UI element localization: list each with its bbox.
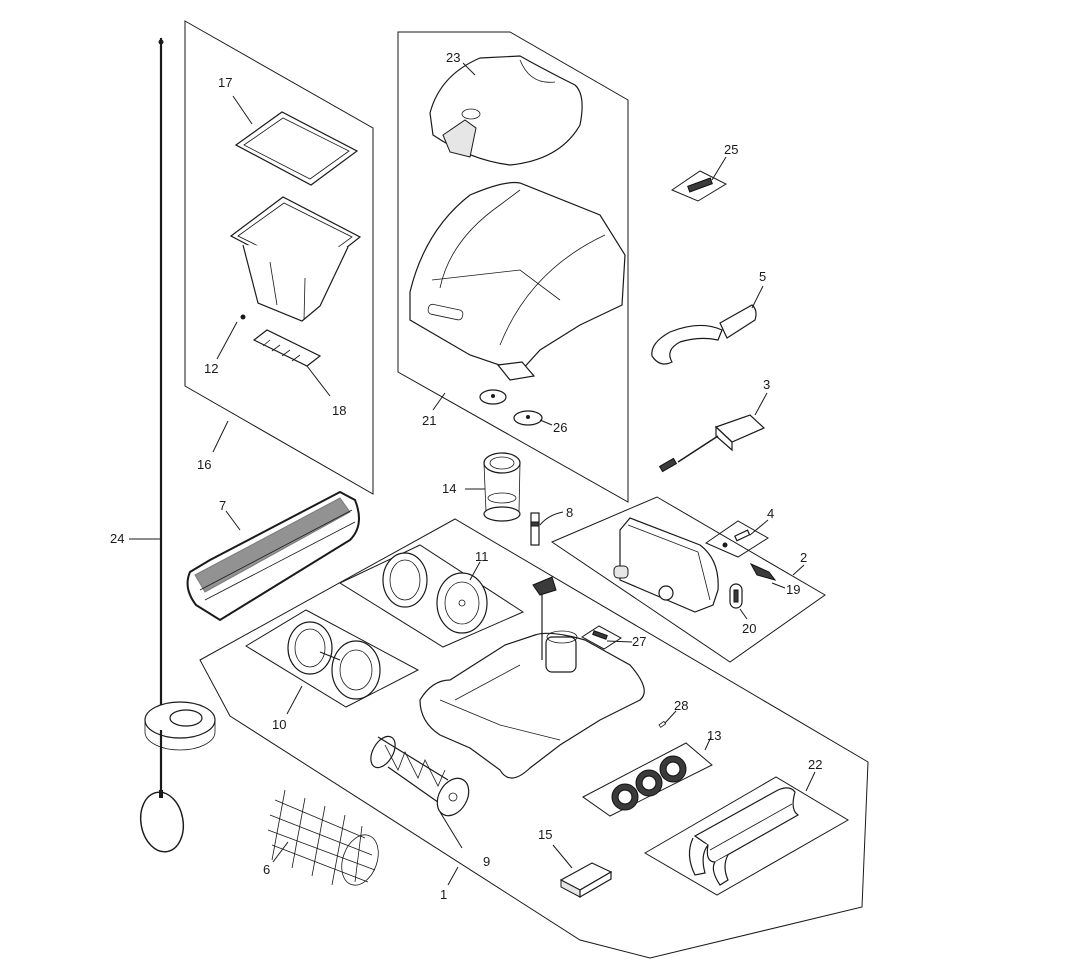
callout-24: 24 xyxy=(110,531,124,546)
part-gears-13 xyxy=(611,755,687,811)
leader-23 xyxy=(462,62,476,76)
part-filter-basket-16 xyxy=(229,196,362,322)
leader-28 xyxy=(664,710,677,724)
part-filter-screen-18 xyxy=(252,329,322,367)
callout-14: 14 xyxy=(442,481,456,496)
leader-22 xyxy=(805,771,816,792)
leader-7 xyxy=(225,510,241,531)
part-clip-12 xyxy=(240,314,246,320)
leader-17 xyxy=(232,95,253,125)
callout-27: 27 xyxy=(632,634,646,649)
callout-15: 15 xyxy=(538,827,552,842)
leader-9 xyxy=(439,811,463,849)
part-cover-23 xyxy=(429,55,583,166)
group-outline-21 xyxy=(397,31,629,503)
group-outline-10 xyxy=(245,609,420,708)
part-housing-21 xyxy=(409,181,626,381)
callout-13: 13 xyxy=(707,728,721,743)
group-outline-16 xyxy=(184,20,374,495)
leader-19 xyxy=(771,582,786,589)
callout-8: 8 xyxy=(566,505,573,520)
part-wheels-11 xyxy=(382,552,488,634)
leader-6 xyxy=(272,841,289,863)
part-fuse-27 xyxy=(592,630,608,640)
part-flap-8 xyxy=(530,512,540,546)
callout-5: 5 xyxy=(759,269,766,284)
callout-6: 6 xyxy=(263,862,270,877)
callout-20: 20 xyxy=(742,621,756,636)
callout-23: 23 xyxy=(446,50,460,65)
leader-4 xyxy=(749,519,769,536)
callout-21: 21 xyxy=(422,413,436,428)
leader-11 xyxy=(469,561,481,581)
part-connector-4 xyxy=(722,529,751,548)
part-battery-15 xyxy=(559,862,613,899)
callout-12: 12 xyxy=(204,361,218,376)
callout-3: 3 xyxy=(763,377,770,392)
leader-3 xyxy=(754,392,768,416)
part-track-7 xyxy=(186,490,360,622)
part-impeller-14 xyxy=(483,452,521,522)
group-outline-13 xyxy=(582,742,713,817)
callout-25: 25 xyxy=(724,142,738,157)
part-button-20 xyxy=(729,583,743,609)
part-power-supply-3 xyxy=(658,414,766,473)
group-outline-25 xyxy=(670,170,728,202)
leader-18 xyxy=(306,365,331,397)
part-filter-frame-17 xyxy=(234,111,359,186)
callout-2: 2 xyxy=(800,550,807,565)
part-pin-28 xyxy=(658,720,667,728)
group-outline-1 xyxy=(199,518,869,959)
group-outline-11 xyxy=(338,544,525,648)
callout-22: 22 xyxy=(808,757,822,772)
callout-26: 26 xyxy=(553,420,567,435)
part-clip-19 xyxy=(749,562,777,581)
callout-1: 1 xyxy=(440,887,447,902)
part-chassis-1 xyxy=(419,576,645,779)
leader-25 xyxy=(711,156,727,181)
part-pins-25 xyxy=(687,177,713,193)
callout-11: 11 xyxy=(475,549,489,564)
group-outline-4 xyxy=(704,520,769,558)
leader-26 xyxy=(539,419,553,426)
part-tool-5 xyxy=(651,304,757,365)
part-brush-6 xyxy=(267,789,379,886)
leader-21 xyxy=(432,392,446,411)
callout-9: 9 xyxy=(483,854,490,869)
leader-12 xyxy=(216,321,238,360)
leader-13 xyxy=(704,736,712,751)
part-motor-block-2 xyxy=(613,517,719,613)
callout-7: 7 xyxy=(219,498,226,513)
leader-10 xyxy=(286,685,303,715)
callout-28: 28 xyxy=(674,698,688,713)
callout-19: 19 xyxy=(786,582,800,597)
leader-16 xyxy=(212,420,229,453)
group-outline-27 xyxy=(581,625,622,650)
group-outline-2 xyxy=(550,496,826,663)
leader-15 xyxy=(552,844,573,869)
leader-27 xyxy=(606,640,633,643)
callout-10: 10 xyxy=(272,717,286,732)
group-outline-22 xyxy=(644,776,849,896)
callout-17: 17 xyxy=(218,75,232,90)
part-feet-26 xyxy=(479,389,543,426)
part-spiral-roller-9 xyxy=(370,735,470,817)
callout-16: 16 xyxy=(197,457,211,472)
leader-2 xyxy=(792,564,805,576)
leader-5 xyxy=(751,285,764,309)
leader-8 xyxy=(539,511,564,526)
part-handle-22 xyxy=(688,787,800,886)
part-cable-24 xyxy=(139,38,216,853)
callout-18: 18 xyxy=(332,403,346,418)
leader-20 xyxy=(739,608,748,620)
part-wheels-10 xyxy=(287,621,381,700)
leader-1 xyxy=(447,866,459,886)
callout-4: 4 xyxy=(767,506,774,521)
